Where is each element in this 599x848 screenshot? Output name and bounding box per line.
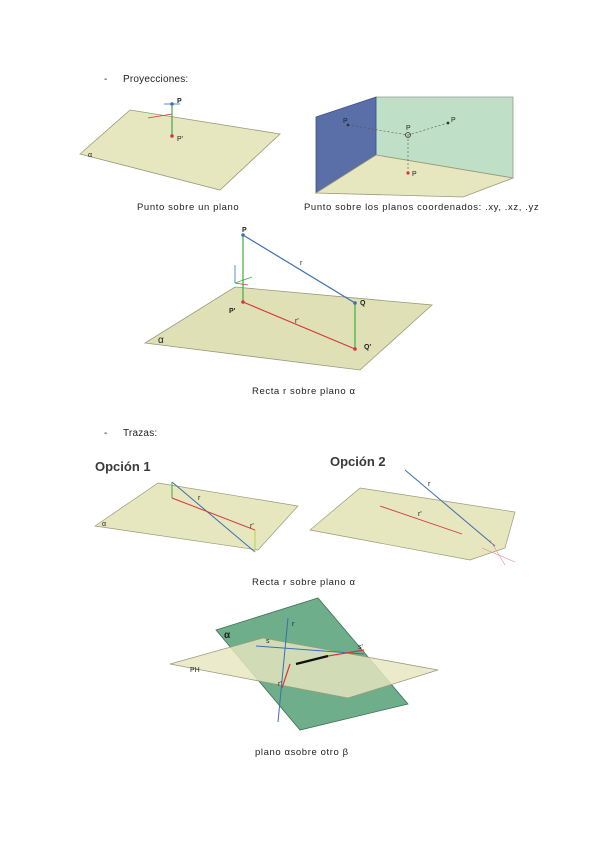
bullet-dash: -: [104, 74, 108, 85]
option-1-title: Opción 1: [95, 459, 151, 474]
point-p: [241, 233, 245, 237]
line-r-prime: [171, 497, 256, 531]
caption-line-on-plane-2: Recta r sobre plano α: [252, 577, 356, 588]
label-p-prime: P': [229, 308, 236, 315]
label-p-left: P: [343, 118, 348, 125]
label-q-prime: Q': [364, 344, 371, 351]
point-p-prime: [241, 300, 245, 304]
label-r: r: [428, 481, 431, 488]
bullet-dash: -: [104, 428, 108, 439]
trace-extension: [481, 547, 516, 563]
figure-point-on-coordinate-planes: P P P P: [314, 96, 515, 198]
axis-x: [234, 282, 249, 286]
label-p: P: [177, 98, 182, 105]
option-2-title: Opción 2: [330, 454, 386, 469]
caption-point-on-plane: Punto sobre un plano: [137, 202, 240, 213]
label-r-prime: r': [295, 318, 299, 325]
figure-traces-option-1: r r' α: [94, 481, 299, 553]
label-alpha: α: [158, 335, 164, 346]
section-title-projections: Proyecciones:: [123, 74, 189, 85]
trace-s-prime: [327, 649, 365, 657]
label-r-prime: r': [278, 681, 282, 688]
label-r: r: [300, 260, 303, 267]
line-r-prime: [379, 505, 463, 535]
axis-y: [234, 276, 253, 284]
label-r-prime: r': [250, 523, 254, 530]
figure-point-on-plane: P P' α: [79, 98, 281, 191]
section-title-traces: Trazas:: [123, 428, 158, 439]
line-r-prime: [242, 301, 356, 350]
figure-line-on-plane: P P' r r' Q Q' α: [143, 227, 433, 371]
label-ph: PH: [190, 667, 200, 674]
label-alpha: α: [88, 152, 92, 159]
label-p-prime: P': [177, 136, 183, 143]
caption-plane-on-plane: plano αsobre otro β: [255, 747, 349, 758]
line-r: [242, 234, 356, 304]
plane-alpha: [309, 487, 516, 561]
point-q: [353, 301, 357, 305]
line-r: [277, 617, 289, 723]
floor-plane: [314, 154, 515, 198]
intersection-line: [295, 654, 329, 666]
line-r: [171, 481, 256, 553]
caption-line-on-plane-1: Recta r sobre plano α: [252, 386, 356, 397]
line-r: [404, 469, 496, 547]
point-q-prime: [353, 347, 357, 351]
point-p-prime: [170, 134, 174, 138]
trace-mark: [489, 539, 506, 566]
label-r: r: [292, 621, 295, 628]
point-right: [446, 121, 450, 125]
caption-point-on-coordinate-planes: Punto sobre los planos coordenados: .xy,…: [304, 202, 540, 213]
figure-traces-option-2: r r': [309, 469, 516, 566]
label-p-center: P: [406, 125, 411, 132]
label-alpha: α: [102, 521, 106, 528]
projection-right: [407, 122, 449, 136]
label-q: Q: [360, 300, 366, 307]
label-s: s: [266, 638, 270, 645]
point-center: [405, 132, 411, 138]
label-alpha: α: [224, 630, 231, 641]
label-r: r: [198, 495, 201, 502]
trace-r-prime: [281, 663, 291, 689]
label-r-prime: r': [418, 511, 422, 518]
plane-alpha: [143, 286, 433, 371]
figure-plane-on-plane: α r s s' r' PH: [169, 597, 439, 731]
point-p: [170, 102, 174, 106]
label-s-prime: s': [358, 644, 363, 651]
label-p-bottom: P: [412, 171, 417, 178]
point-bottom: [406, 171, 410, 175]
label-p: P: [242, 227, 247, 234]
plane-ph: [169, 637, 439, 699]
plane-alpha: [94, 482, 299, 551]
plane-alpha: [79, 109, 281, 191]
reference-line: [147, 113, 173, 119]
label-p-right: P: [451, 117, 456, 124]
point-left: [346, 123, 350, 127]
